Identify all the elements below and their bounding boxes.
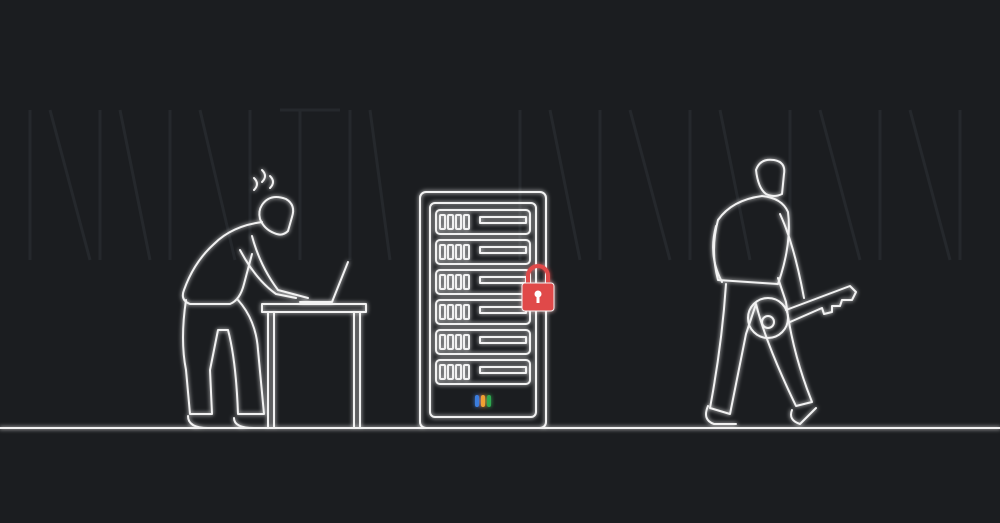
logo-bar-green [487,395,491,407]
stressed-person [181,169,309,429]
server-unit [435,329,531,355]
logo-bar-orange [481,395,485,407]
server-unit [435,269,531,295]
key-icon [747,285,857,339]
stress-lines-icon [253,169,274,191]
laptop [299,261,349,303]
server-unit [435,209,531,235]
server-rack [419,191,547,429]
desk [261,303,367,429]
server-unit [435,359,531,385]
padlock-icon [521,264,555,312]
logo-bar-blue [475,395,479,407]
walking-person [705,158,817,425]
server-unit [435,299,531,325]
server-unit [435,239,531,265]
background-pattern [28,108,962,261]
